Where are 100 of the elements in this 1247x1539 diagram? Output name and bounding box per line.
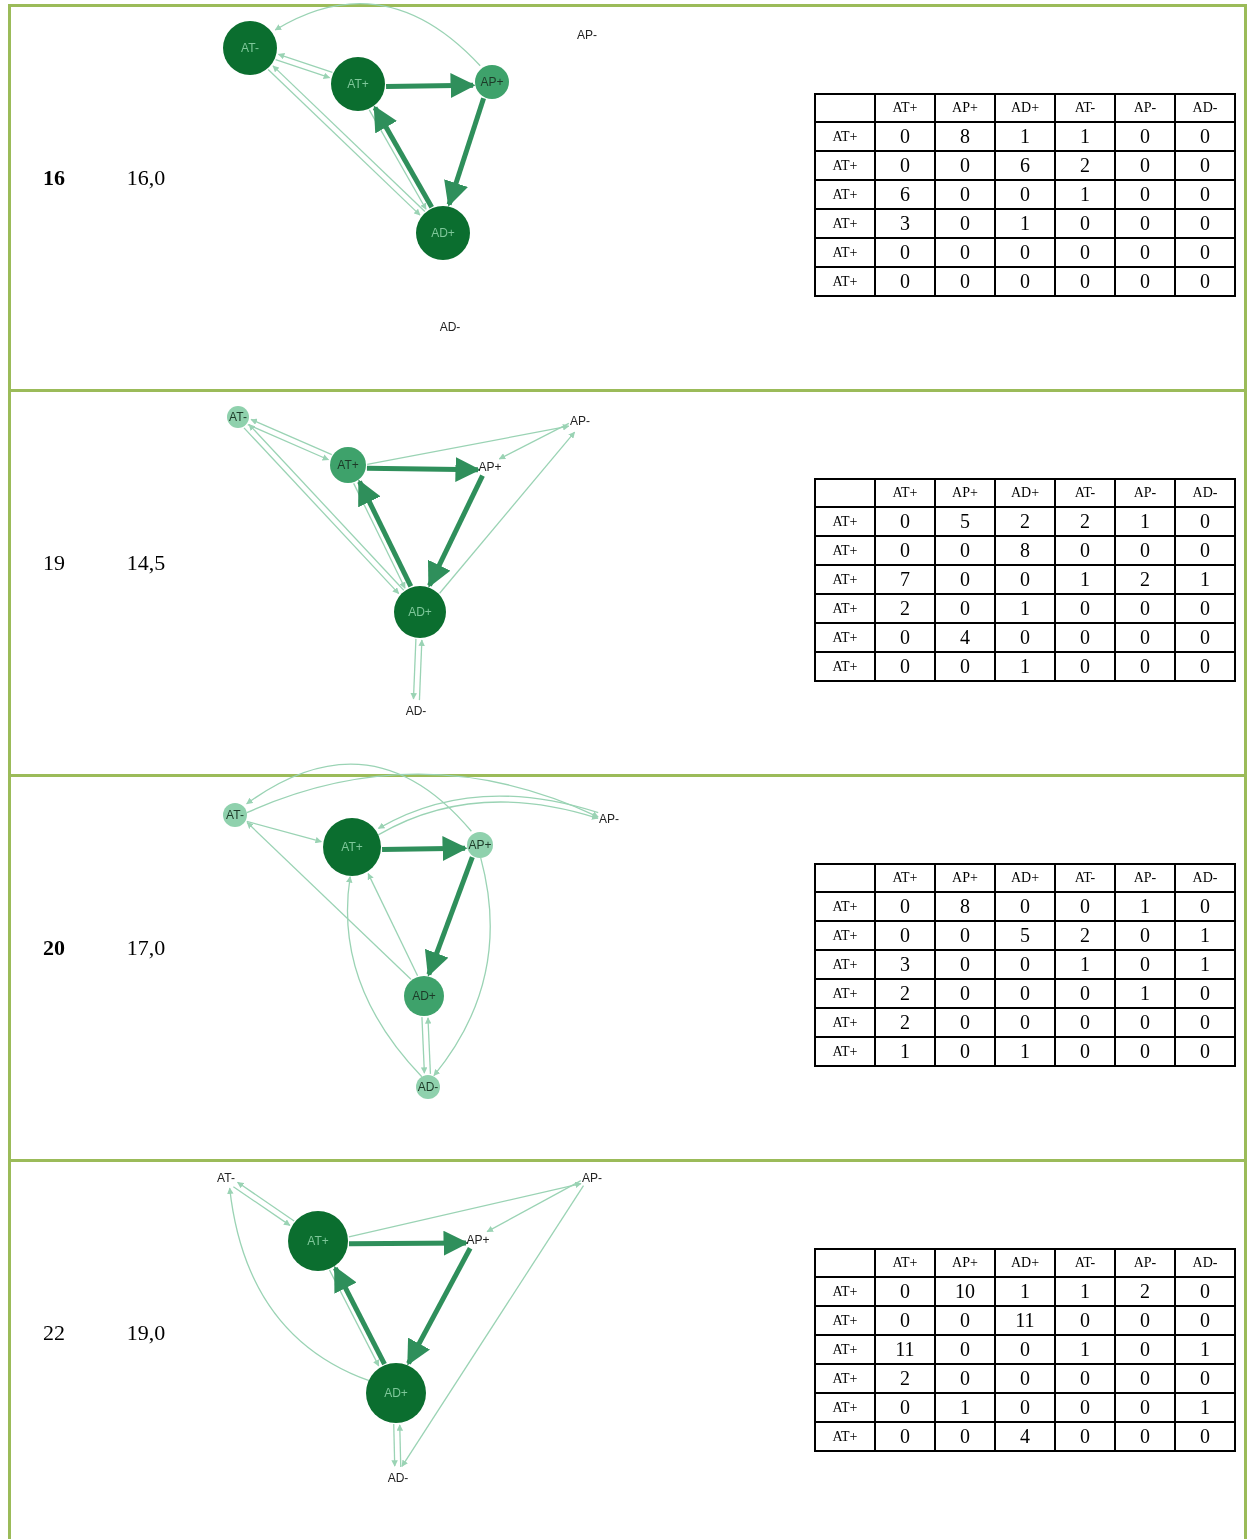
table-cell: 0 (1055, 1037, 1115, 1066)
row-header: AT+ (815, 1277, 875, 1306)
arrow (349, 1230, 469, 1256)
table-cell: 1 (935, 1393, 995, 1422)
column-header: AD- (1175, 94, 1235, 122)
table-cell: 2 (875, 979, 935, 1008)
table-cell: 0 (935, 209, 995, 238)
table-cell: 1 (1055, 950, 1115, 979)
arrow (401, 1184, 585, 1467)
table-cell: 11 (995, 1306, 1055, 1335)
table-cell: 2 (1055, 921, 1115, 950)
column-header: AD+ (995, 479, 1055, 507)
row-number: 22 (43, 1320, 65, 1346)
row-header: AT+ (815, 1422, 875, 1451)
table-cell: 0 (935, 1008, 995, 1037)
column-header: AT+ (875, 864, 935, 892)
score-value: 19,0 (126, 1320, 166, 1346)
table-cell: 0 (935, 1364, 995, 1393)
table-cell: 0 (1175, 238, 1235, 267)
row-header: AT+ (815, 652, 875, 681)
network-node-circle: AD+ (366, 1363, 426, 1423)
arrow (246, 820, 322, 844)
table-cell: 0 (995, 180, 1055, 209)
table-cell: 0 (1055, 652, 1115, 681)
table-cell: 2 (875, 594, 935, 623)
row-header: AT+ (815, 979, 875, 1008)
column-header: AP- (1115, 94, 1175, 122)
table-cell: 0 (1115, 180, 1175, 209)
column-header: AD- (1175, 1249, 1235, 1277)
network-node-label: AP+ (478, 460, 502, 474)
network-node-label: AT- (217, 1171, 235, 1185)
table-cell: 0 (935, 950, 995, 979)
network-node-label: AP- (570, 414, 590, 428)
row-header: AT+ (815, 151, 875, 180)
row-header: AT+ (815, 507, 875, 536)
arrow (367, 872, 419, 977)
table-cell: 0 (1175, 652, 1235, 681)
table-cell: 0 (1115, 1008, 1175, 1037)
column-header: AD+ (995, 864, 1055, 892)
table-cell: 3 (875, 209, 935, 238)
network-node-circle: AP+ (475, 65, 509, 99)
table-cell: 0 (1115, 238, 1175, 267)
table-cell: 1 (1055, 1277, 1115, 1306)
column-header: AP+ (935, 864, 995, 892)
table-cell: 1 (1175, 950, 1235, 979)
table-cell: 8 (935, 892, 995, 921)
table-cell: 0 (1115, 209, 1175, 238)
score-value: 17,0 (126, 935, 166, 961)
table-cell: 0 (1175, 1422, 1235, 1451)
table-cell: 1 (995, 122, 1055, 151)
score-value: 14,5 (126, 550, 166, 576)
column-header: AT+ (875, 1249, 935, 1277)
table-cell: 2 (995, 507, 1055, 536)
table-cell: 0 (995, 238, 1055, 267)
arrow (444, 97, 486, 207)
network-node-label: AP- (599, 812, 619, 826)
network-node-circle: AD+ (416, 206, 470, 260)
table-cell: 0 (1175, 892, 1235, 921)
table-cell: 0 (995, 979, 1055, 1008)
column-header: AD- (1175, 479, 1235, 507)
arrow (277, 53, 334, 73)
arrow (424, 856, 475, 977)
table-cell: 1 (995, 594, 1055, 623)
column-header: AT- (1055, 94, 1115, 122)
table-cell: 0 (1175, 209, 1235, 238)
table-cell: 0 (995, 892, 1055, 921)
network-node-label: AD- (439, 320, 461, 334)
table-cell: 0 (935, 1306, 995, 1335)
table-cell: 10 (935, 1277, 995, 1306)
arrow (333, 1265, 387, 1366)
table-cell: 0 (1175, 507, 1235, 536)
table-cell: 2 (1055, 151, 1115, 180)
table-cell: 0 (935, 594, 995, 623)
row-header: AT+ (815, 1393, 875, 1422)
table-cell: 1 (1055, 1335, 1115, 1364)
arrow (246, 773, 599, 818)
table-cell: 6 (875, 180, 935, 209)
table-cell: 0 (1115, 623, 1175, 652)
arrow (420, 1016, 428, 1074)
arrow (227, 1187, 370, 1382)
table-cell: 0 (995, 1335, 1055, 1364)
table-cell: 0 (1115, 1364, 1175, 1393)
column-header: AP+ (935, 94, 995, 122)
row-number: 20 (43, 935, 65, 961)
table-cell: 0 (1055, 1364, 1115, 1393)
table-cell: 0 (995, 623, 1055, 652)
table-cell: 0 (875, 1306, 935, 1335)
arrow (246, 763, 473, 832)
table-cell: 0 (1115, 652, 1175, 681)
table-cell: 0 (875, 238, 935, 267)
table-cell: 0 (1055, 1393, 1115, 1422)
network-node-label: AP- (582, 1171, 602, 1185)
table-cell: 0 (1175, 1008, 1235, 1037)
arrow (439, 431, 576, 594)
table-cell: 0 (935, 1335, 995, 1364)
table-cell: 0 (1055, 892, 1115, 921)
table-cell: 0 (1175, 594, 1235, 623)
arrow (328, 1269, 380, 1367)
table-cell: 0 (935, 238, 995, 267)
table-cell: 0 (875, 122, 935, 151)
